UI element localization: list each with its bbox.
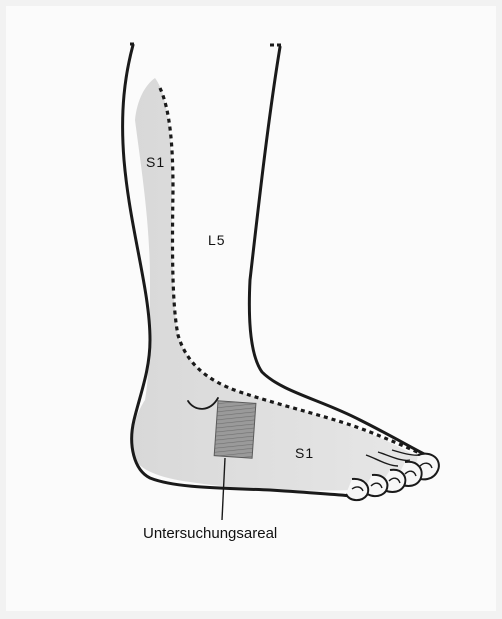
label-l5: L5 xyxy=(208,233,226,247)
label-s1-calf: S1 xyxy=(146,155,165,169)
s1-dermatome-region xyxy=(133,78,430,491)
caption-examination-area: Untersuchungsareal xyxy=(143,526,277,541)
label-s1-foot: S1 xyxy=(295,446,314,460)
examination-area-patch xyxy=(214,401,256,459)
foot-outline-shin-and-dorsum xyxy=(249,47,428,456)
